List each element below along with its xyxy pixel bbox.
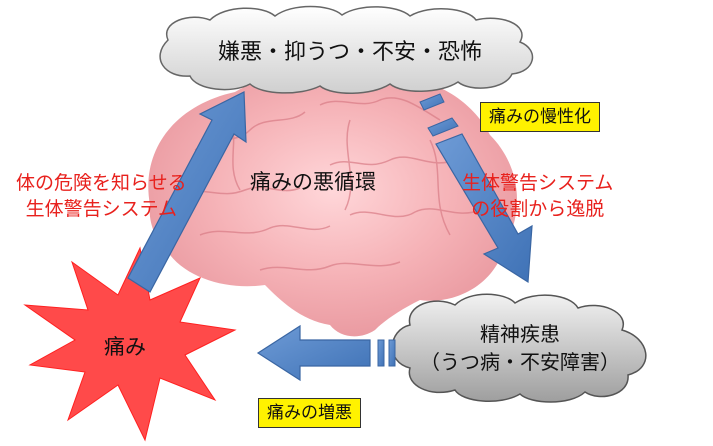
- top-cloud-text: 嫌悪・抑うつ・不安・恐怖: [217, 40, 482, 65]
- bottom-cloud: [391, 293, 647, 403]
- bottom-cloud-line2: （うつ病・不安障害）: [420, 350, 620, 374]
- center-label: 痛みの悪循環: [250, 170, 376, 194]
- top-cloud: [159, 5, 534, 94]
- bottom-cloud-text: 精神疾患 （うつ病・不安障害）: [420, 320, 620, 376]
- pain-burst: [23, 246, 237, 442]
- arrow-left-bottom: [256, 324, 396, 382]
- left-annotation-line1: 体の危険を知らせる: [16, 172, 187, 194]
- pain-burst-label: 痛み: [104, 335, 146, 359]
- arrow-down-right: [419, 93, 533, 284]
- bottom-cloud-line1: 精神疾患: [480, 322, 560, 346]
- left-annotation-line2: 生体警告システム: [25, 198, 178, 220]
- chronic-pain-badge: 痛みの慢性化: [480, 102, 600, 132]
- right-annotation-line2: の役割から逸脱: [471, 198, 605, 220]
- left-annotation: 体の危険を知らせる 生体警告システム: [16, 170, 187, 222]
- right-annotation: 生体警告システム の役割から逸脱: [462, 170, 613, 222]
- right-annotation-line1: 生体警告システム: [462, 172, 614, 194]
- pain-worsening-badge: 痛みの増悪: [258, 398, 361, 428]
- arrow-up-left: [127, 91, 247, 293]
